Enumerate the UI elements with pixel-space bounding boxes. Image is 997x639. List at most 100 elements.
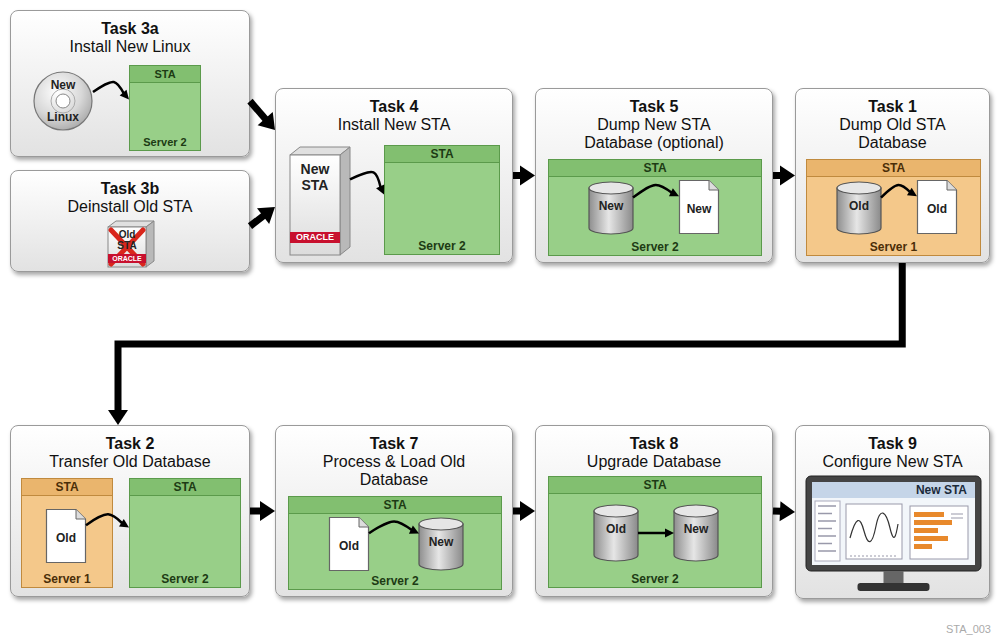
transfer-arrow bbox=[633, 185, 679, 198]
page-outline bbox=[47, 510, 86, 563]
cylinder-body bbox=[594, 511, 638, 561]
arrow-head bbox=[520, 166, 535, 186]
arrow-shaft bbox=[86, 514, 122, 525]
bar-legend-line bbox=[951, 518, 963, 519]
database-cylinder: Old bbox=[594, 505, 638, 561]
dump-file: New bbox=[679, 180, 719, 234]
task-description: Deinstall Old STA bbox=[19, 198, 241, 216]
cylinder-top bbox=[837, 182, 881, 194]
arrow-shaft bbox=[773, 508, 781, 515]
panel-header: STA bbox=[807, 160, 980, 177]
panel-header: STA bbox=[549, 477, 761, 494]
task-number: Task 3a bbox=[19, 19, 241, 38]
arrow-head bbox=[409, 526, 419, 534]
arrow-shaft bbox=[369, 521, 412, 533]
disc-label: New bbox=[51, 78, 76, 92]
cylinder-top bbox=[594, 505, 638, 517]
arrow-head bbox=[780, 166, 795, 186]
file-label: Old bbox=[339, 539, 359, 553]
screen bbox=[812, 482, 975, 565]
bar bbox=[914, 512, 944, 517]
arrow-shaft bbox=[881, 185, 910, 198]
file-label: New bbox=[687, 202, 712, 216]
page-outline bbox=[330, 518, 369, 571]
database-label: Old bbox=[606, 522, 626, 536]
dump-file: Old bbox=[329, 517, 369, 571]
database-cylinder: New bbox=[419, 518, 463, 570]
server-panel: STA Server 1 Old Old bbox=[806, 159, 981, 256]
cylinder-body bbox=[419, 524, 463, 570]
monitor-neck bbox=[884, 571, 904, 584]
product-name: New STA bbox=[290, 161, 340, 193]
panel-header: STA bbox=[130, 66, 200, 83]
server-label: Server 1 bbox=[807, 239, 980, 255]
server-panel: STA Server 2 bbox=[129, 65, 201, 151]
page-fold bbox=[709, 181, 719, 191]
monitor-screen: New STA bbox=[806, 476, 981, 593]
task-number: Task 5 bbox=[544, 97, 764, 116]
box-front bbox=[290, 155, 340, 255]
database-cylinder: New bbox=[674, 505, 718, 561]
brand-band: ORACLE bbox=[108, 254, 146, 263]
server-label: Server 2 bbox=[130, 571, 240, 587]
screen-title: New STA bbox=[916, 483, 967, 497]
arrow-head bbox=[257, 207, 275, 224]
arrow-shaft bbox=[513, 172, 521, 179]
transfer-arrow bbox=[350, 172, 384, 195]
arrow-shaft bbox=[638, 532, 666, 535]
bar bbox=[914, 536, 948, 541]
database-label: New bbox=[599, 199, 624, 213]
box-side bbox=[340, 147, 350, 255]
server-label: Server 2 bbox=[289, 573, 501, 589]
page-outline bbox=[680, 181, 719, 234]
panel-header: STA bbox=[385, 146, 499, 163]
database-cylinder: New bbox=[589, 182, 633, 234]
cylinder-top bbox=[674, 505, 718, 517]
server-label: Server 2 bbox=[385, 238, 499, 254]
flow-arrow bbox=[108, 263, 902, 425]
task-box: Task 2Transfer Old DatabaseSTAServer 1Ol… bbox=[10, 425, 250, 597]
dump-file: Old bbox=[917, 180, 957, 234]
task-box: Task 5Dump New STA Database (optional)ST… bbox=[535, 88, 773, 263]
task-box: Task 8Upgrade DatabaseSTA Server 2 Old New bbox=[535, 425, 773, 597]
task-box: Task 4Install New STANew STAORACLESTASer… bbox=[275, 88, 513, 263]
task-description: Upgrade Database bbox=[544, 453, 764, 471]
bar-legend-line bbox=[951, 514, 963, 515]
task-number: Task 3b bbox=[19, 179, 241, 198]
transfer-arrow bbox=[86, 514, 129, 527]
software-box: Old STA ORACLE bbox=[108, 221, 154, 267]
task-description: Install New Linux bbox=[19, 38, 241, 56]
task-number: Task 8 bbox=[544, 434, 764, 453]
panel-header: STA bbox=[289, 497, 501, 514]
arrow-shaft bbox=[118, 263, 902, 411]
cylinder-body bbox=[589, 188, 633, 234]
graph-axis bbox=[850, 556, 898, 557]
cylinder-top bbox=[419, 518, 463, 530]
list-line bbox=[818, 550, 836, 552]
panel-header: STA bbox=[130, 479, 240, 496]
server-label: Server 1 bbox=[22, 571, 112, 587]
arrow-head bbox=[119, 519, 129, 528]
transfer-arrow bbox=[93, 82, 129, 99]
arrow-head bbox=[520, 501, 535, 521]
database-label: New bbox=[684, 522, 709, 536]
arrow-shaft bbox=[250, 215, 264, 226]
database-label: Old bbox=[849, 199, 869, 213]
server-label: Server 2 bbox=[130, 134, 200, 150]
page-fold bbox=[359, 518, 369, 528]
flow-arrow bbox=[250, 501, 275, 521]
graph-panel bbox=[846, 504, 902, 559]
task-description: Dump New STA Database (optional) bbox=[567, 116, 742, 152]
server-label: Server 2 bbox=[549, 571, 761, 587]
cylinder-body bbox=[674, 511, 718, 561]
product-name: Old STA bbox=[108, 229, 146, 251]
dump-file: Old bbox=[46, 509, 86, 563]
flow-arrow bbox=[773, 166, 795, 186]
task-box: Task 3bDeinstall Old STA Old STA ORACLE bbox=[10, 170, 250, 272]
list-line bbox=[818, 505, 836, 507]
database-label: New bbox=[429, 535, 454, 549]
disc-hole bbox=[56, 94, 70, 108]
disc-body bbox=[34, 72, 92, 130]
list-line bbox=[818, 535, 836, 537]
server-label: Server 2 bbox=[549, 239, 761, 255]
